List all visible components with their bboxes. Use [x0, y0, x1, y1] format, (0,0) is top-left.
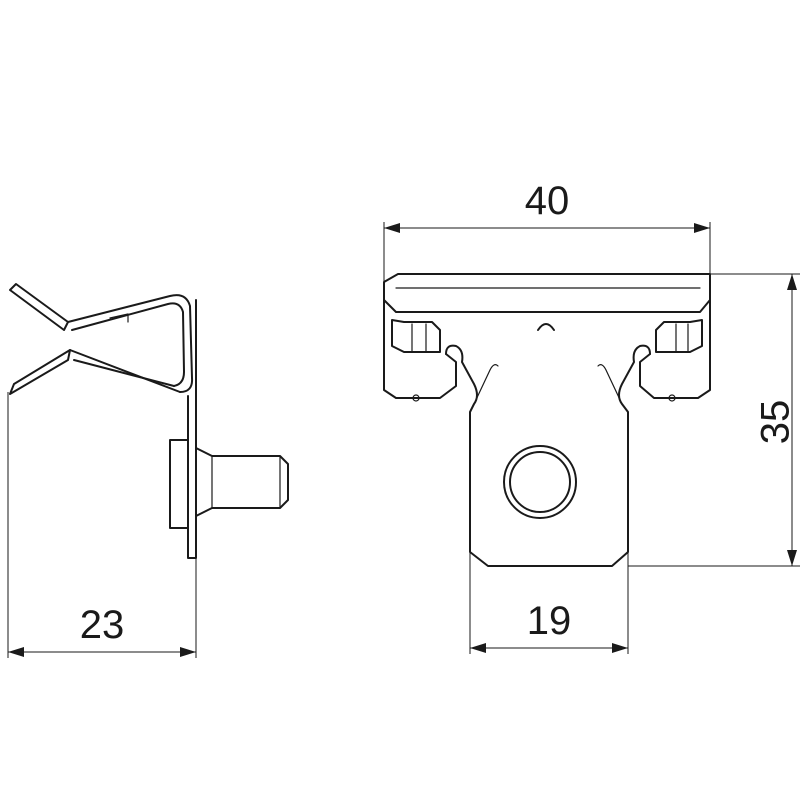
side-lower-arm: [69, 349, 181, 393]
front-hole-inner: [509, 451, 571, 513]
side-view: [9, 283, 289, 559]
side-lower-lip: [9, 349, 71, 395]
front-right-jaw: [639, 299, 711, 399]
dim-tab-width-label: 19: [527, 599, 572, 643]
front-tab: [445, 344, 651, 567]
front-left-block: [391, 319, 441, 353]
front-hole-outer: [503, 445, 577, 519]
dim-total-width: 40: [383, 179, 711, 300]
front-tab-inner: [473, 364, 623, 405]
side-lower-arm-inner: [73, 359, 175, 387]
side-upper-lip: [9, 283, 69, 331]
front-left-rivet: [412, 394, 420, 402]
side-bolt-shank: [195, 447, 289, 517]
front-left-jaw: [383, 299, 457, 399]
dim-height: 35: [628, 273, 800, 567]
side-tab: [109, 313, 129, 323]
side-upper-arm-inner: [71, 302, 185, 387]
side-bolt-base: [169, 439, 189, 529]
side-upper-arm: [67, 294, 194, 393]
dim-total-width-label: 40: [525, 179, 570, 223]
dim-tab-width: 19: [469, 552, 629, 654]
front-right-block: [655, 319, 703, 353]
front-view: [383, 273, 711, 567]
dim-height-label: 35: [754, 400, 798, 445]
front-right-rivet: [668, 394, 676, 402]
dim-side-width: 23: [7, 392, 197, 658]
front-top-flange: [383, 273, 711, 313]
dim-side-width-label: 23: [80, 603, 125, 647]
side-plate: [187, 299, 197, 559]
front-center-nub: [537, 323, 555, 331]
side-bolt-thread: [211, 455, 281, 509]
